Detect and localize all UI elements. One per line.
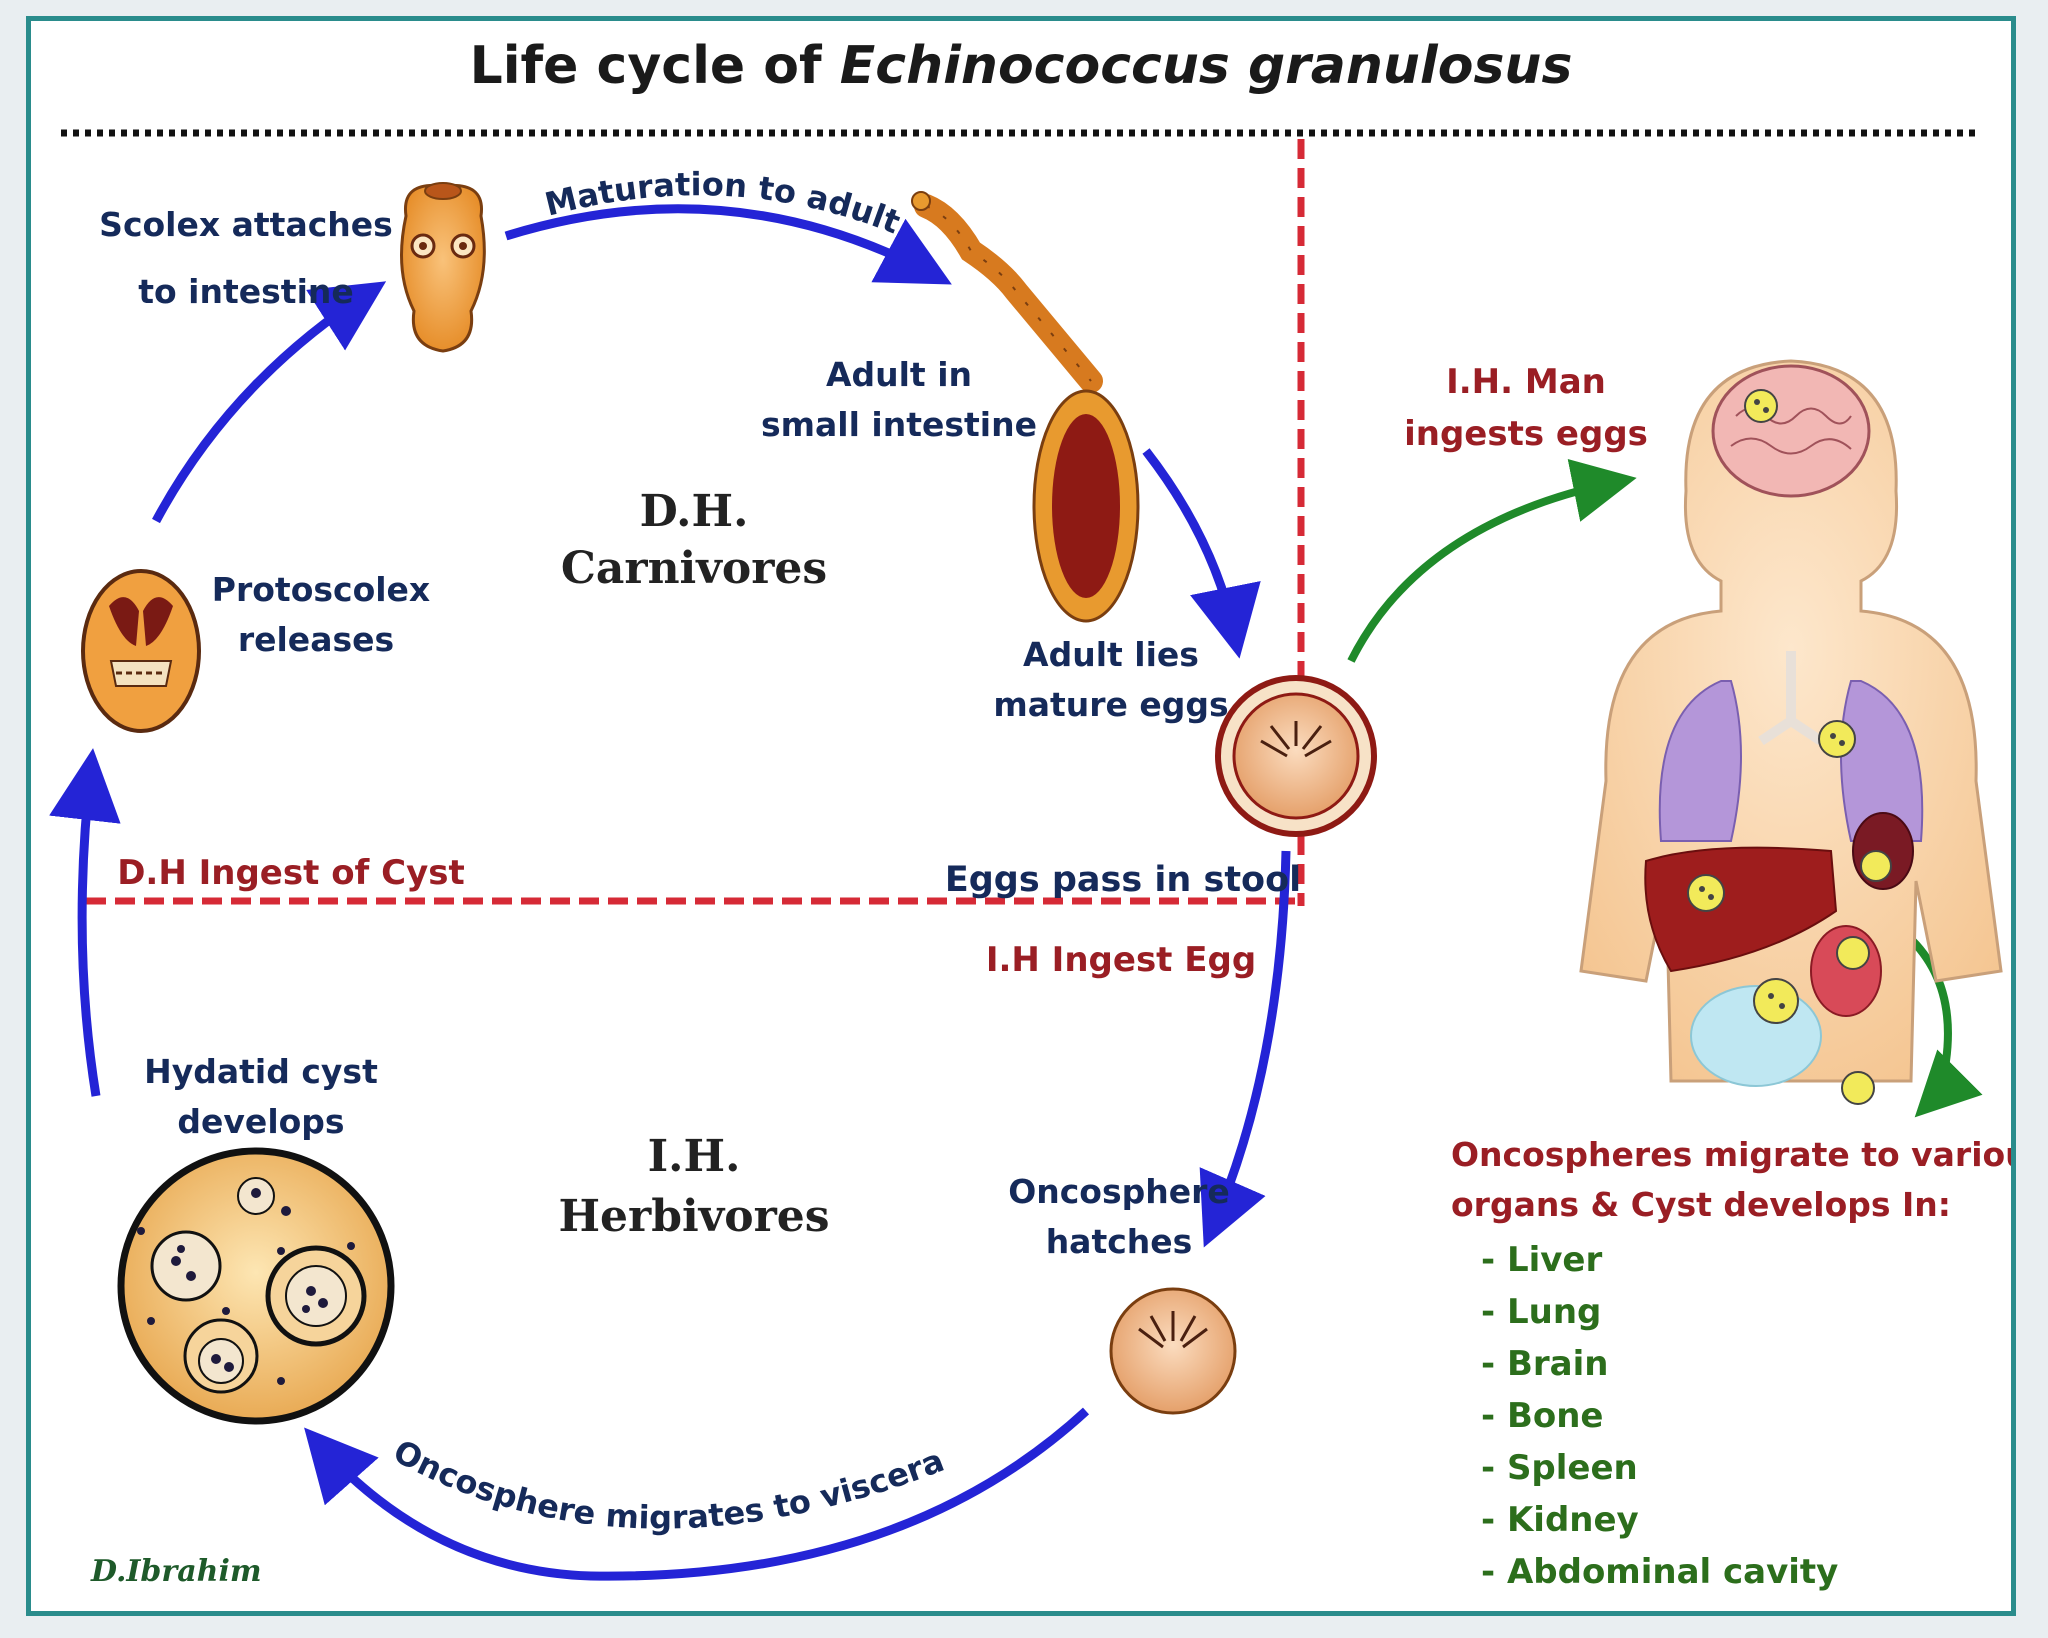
scolex-label-1: Scolex attaches [99,205,393,244]
scolex-icon [400,182,486,353]
ih-herbivores-label: Herbivores [558,1191,829,1242]
arrow-eggs-to-oncosphere [1199,850,1291,1248]
protoscolex-label-1: Protoscolex [212,570,430,609]
diagram-title: Life cycle of Echinococcus granulosus [470,36,1573,96]
scolex-label-2: to intestine [138,272,354,311]
arrow-protoscolex-to-scolex [152,281,387,524]
dh-label: D.H. [640,486,749,537]
arrow-oncosphere-to-cyst [304,1407,1090,1581]
eggs-label-2: mature eggs [993,685,1228,724]
oncosphere-hatch-label-1: Oncosphere [1008,1172,1230,1211]
eggs-label-1: Adult lies [1023,635,1199,674]
organ-item: - Lung [1481,1292,1601,1332]
organ-item: - Spleen [1481,1448,1638,1488]
maturation-label: Maturation to adult [541,165,905,241]
arrow-scolex-to-adult [504,204,952,285]
oncosphere-icon [1109,1287,1237,1415]
ih-label: I.H. [648,1131,741,1182]
life-cycle-diagram: Life cycle of Echinococcus granulosus [49,36,2011,1592]
liver-icon [1644,846,1838,973]
eggs-stool-label: Eggs pass in stool [945,860,1301,900]
adult-worm-icon [911,191,1140,623]
arrow-adult-to-eggs [1142,448,1261,659]
oncosphere-migrate-label: Oncosphere migrates to viscera [387,1432,949,1537]
hydatid-label-2: develops [177,1102,344,1141]
organ-item: - Bone [1481,1396,1604,1436]
organ-item: - Kidney [1481,1500,1639,1540]
author-signature: D.Ibrahim [90,1554,262,1589]
cyst-markers [1687,389,1892,1105]
man-ingest-label-1: I.H. Man [1446,362,1606,402]
hydatid-cyst-icon [117,1147,395,1425]
migrate-heading-1: Oncospheres migrate to various [1451,1135,2011,1174]
ih-ingest-label: I.H Ingest Egg [986,940,1256,980]
organ-item: - Brain [1481,1344,1608,1384]
brain-icon [1711,364,1871,498]
organ-item: - Liver [1481,1240,1602,1280]
diagram-frame: Life cycle of Echinococcus granulosus [26,16,2016,1616]
organ-list: - Liver - Lung - Brain - Bone - Spleen -… [1481,1240,1838,1592]
dh-carnivores-label: Carnivores [561,543,827,594]
left-lung-icon [1658,680,1742,842]
cycle-arrows [49,204,1291,1581]
adult-label-1: Adult in [826,355,972,394]
migrate-heading-2: organs & Cyst develops In: [1451,1185,1951,1224]
egg-icon [1215,675,1377,837]
arrow-cyst-to-protoscolex [49,748,121,1097]
man-ingest-label-2: ingests eggs [1404,414,1648,454]
arrow-eggs-to-man [1347,459,1637,663]
protoscolex-label-2: releases [238,620,394,659]
adult-label-2: small intestine [761,405,1037,444]
dh-ingest-label: D.H Ingest of Cyst [117,853,465,893]
oncosphere-hatch-label-2: hatches [1046,1222,1193,1261]
protoscolex-icon [81,569,201,733]
human-figure-icon [1579,359,2003,1105]
organ-item: - Abdominal cavity [1481,1552,1838,1592]
hydatid-label-1: Hydatid cyst [144,1052,378,1091]
